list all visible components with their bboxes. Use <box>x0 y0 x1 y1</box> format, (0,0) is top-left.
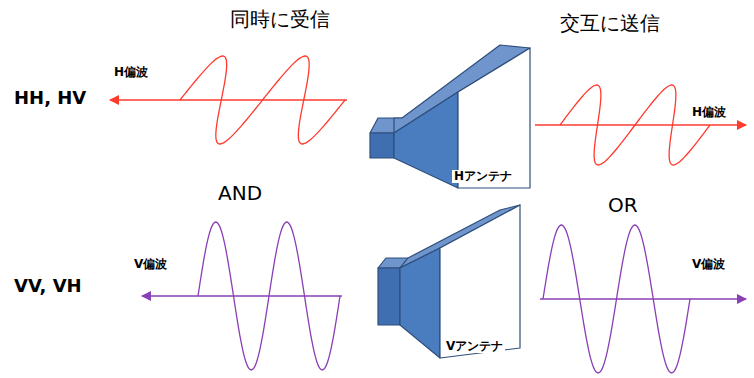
heading: 交互に送信 <box>560 12 660 34</box>
v-wave-axis <box>540 298 746 299</box>
h-wave-axis <box>110 99 347 100</box>
antenna-label: Vアンテナ <box>444 340 505 353</box>
conjunction: OR <box>608 194 638 216</box>
h-wave <box>180 56 345 144</box>
v-wave <box>198 222 340 370</box>
conjunction: AND <box>218 182 262 204</box>
v-wave <box>543 225 690 373</box>
wave-label: H偏波 <box>112 66 150 79</box>
heading: 同時に受信 <box>230 8 330 30</box>
h-wave <box>560 85 710 165</box>
polarization-pair: VV, VH <box>14 276 82 296</box>
wave-label: V偏波 <box>132 258 169 271</box>
h-wave-axis <box>535 124 746 125</box>
v-wave-axis <box>142 295 342 296</box>
v-antenna <box>378 205 520 358</box>
wave-label: V偏波 <box>690 258 727 271</box>
antenna-label: Hアンテナ <box>452 170 514 183</box>
wave-label: H偏波 <box>690 106 728 119</box>
polarization-pair: HH, HV <box>14 88 86 108</box>
h-antenna <box>370 45 530 188</box>
